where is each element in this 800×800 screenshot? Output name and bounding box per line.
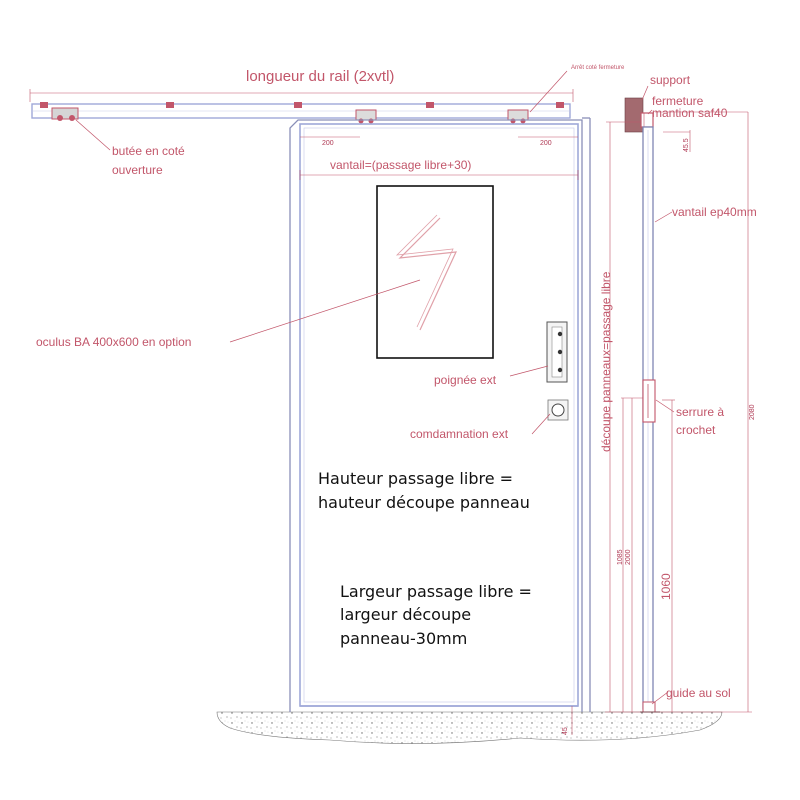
- total-height-dim: 2080: [749, 404, 756, 420]
- condemnation-label: comdamnation ext: [410, 427, 509, 441]
- rail-length-label: longueur du rail (2xvtl): [246, 68, 394, 85]
- offset-left-dim: 200: [322, 140, 334, 147]
- closing-stop-label: Arrêt coté fermeture: [571, 65, 625, 71]
- lock-height-dim-2: 2000: [625, 549, 632, 565]
- trolley: [355, 109, 377, 121]
- rail-fixing: [426, 102, 434, 108]
- rail-fixing: [166, 102, 174, 108]
- oculus-window: [376, 185, 494, 359]
- hook-lock: [642, 379, 656, 423]
- top-gap-dim: 45.5: [683, 138, 690, 152]
- leader-lines: [75, 70, 675, 705]
- support-label: support: [650, 73, 691, 87]
- note-height-1: Hauteur passage libre =: [318, 469, 513, 488]
- note-width-1: Largeur passage libre =: [340, 582, 532, 601]
- oculus-label: oculus BA 400x600 en option: [36, 335, 191, 349]
- leaf-width-label: vantail=(passage libre+30): [330, 158, 471, 172]
- end-stop-label: butée en coté: [112, 144, 185, 158]
- offset-right-dim: 200: [540, 140, 552, 147]
- condemnation-lock: [547, 399, 569, 421]
- note-height-2: hauteur découpe panneau: [318, 493, 530, 512]
- closer-model-label: mantion saf40: [652, 106, 728, 120]
- door-handle: [546, 321, 568, 383]
- handle-label: poignée ext: [434, 373, 497, 387]
- closer-label: fermeture: [652, 94, 704, 108]
- floor-ground: [216, 711, 723, 744]
- side-section: [571, 97, 752, 735]
- floor-guide-label: guide au sol: [666, 686, 731, 700]
- note-width-2: largeur découpe: [340, 605, 471, 624]
- panel-cutout-label: découpe panneaux=passage libre: [599, 271, 613, 452]
- leaf-thickness-label: vantail ep40mm: [672, 205, 757, 219]
- lock-label-2: crochet: [676, 423, 716, 437]
- handle-height-dim: 1060: [659, 573, 673, 600]
- trolley: [507, 109, 529, 121]
- rail-fixing: [556, 102, 564, 108]
- lock-height-dim-1: 1085: [617, 549, 624, 565]
- support-block: [624, 97, 644, 133]
- rail: [29, 89, 574, 124]
- note-width-3: panneau-30mm: [340, 629, 467, 648]
- rail-fixing: [294, 102, 302, 108]
- lock-label: serrure à: [676, 405, 724, 419]
- top-dimensions: [299, 136, 579, 180]
- bottom-gap-dim: 45: [562, 727, 569, 735]
- end-stop-label-2: ouverture: [112, 163, 163, 177]
- rail-fixing: [40, 102, 48, 108]
